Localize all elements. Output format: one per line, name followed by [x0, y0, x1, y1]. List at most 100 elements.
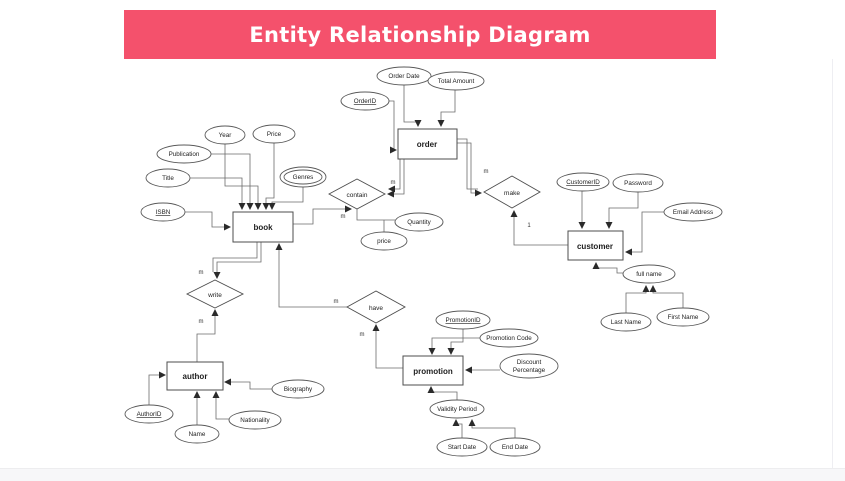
connector-book-write-2 [213, 242, 262, 279]
attribute-firstname-label: First Name [668, 314, 699, 321]
attribute-promotionid-label: PromotionID [446, 317, 481, 324]
cardinality-book-have: m [334, 299, 339, 305]
relationship-contain-diamond [328, 178, 386, 210]
attribute-isbn-ellipse [140, 202, 186, 222]
attribute-biography-label: Biography [284, 386, 313, 393]
relationship-write-diamond [185, 279, 245, 309]
attribute-fullname-label: full name [636, 271, 662, 278]
attribute-customerid-ellipse [556, 172, 610, 192]
attribute-isbn-label: ISBN [156, 209, 171, 216]
cardinality-book-contain: m [341, 214, 346, 220]
attribute-password-label: Password [624, 180, 652, 187]
entity-promotion-label: promotion [413, 367, 453, 376]
attribute-biography-ellipse [271, 379, 325, 399]
attribute-discount-ellipse [499, 353, 559, 379]
attribute-name-label: Name [189, 431, 206, 438]
attribute-authorid-ellipse [124, 404, 174, 424]
attribute-orderdate-ellipse [376, 66, 432, 86]
attribute-fullname-ellipse [622, 264, 676, 284]
entity-customer-box [567, 230, 624, 261]
page-title: Entity Relationship Diagram [249, 22, 591, 47]
connector-nationality-author [212, 391, 231, 420]
connector-firstname-fullname [649, 285, 684, 308]
connector-lastname-fullname [625, 285, 650, 313]
attribute-enddate-label: End Date [502, 444, 529, 451]
attribute-quantity-ellipse [394, 212, 444, 232]
attribute-totalamount-ellipse [427, 71, 485, 91]
cardinality-order-make: m [484, 169, 489, 175]
attribute-genres-inner-ellipse [283, 169, 323, 185]
cardinality-customer-make: 1 [527, 223, 531, 229]
attribute-orderdate-label: Order Date [388, 73, 420, 80]
attribute-price-label: Price [267, 131, 282, 138]
connector-biography-author [224, 378, 272, 390]
cardinality-author-write: m [199, 319, 204, 325]
attribute-customerid-label: CustomerID [566, 179, 600, 186]
attribute-unitprice-ellipse [360, 231, 408, 251]
cardinality-promotion-have: m [360, 332, 365, 338]
attribute-startdate-label: Start Date [448, 444, 477, 451]
entity-customer-label: customer [577, 242, 613, 251]
attribute-name-ellipse [174, 424, 220, 444]
attribute-discount-label-line1: Discount [517, 359, 542, 366]
attribute-genres-label: Genres [293, 174, 314, 181]
entity-order-label: order [417, 140, 437, 149]
attribute-promotioncode-ellipse [479, 328, 539, 348]
connector-orderid-order [388, 100, 397, 154]
relationship-make-label: make [504, 190, 520, 197]
connector-fullname-customer [592, 262, 623, 274]
connector-promotion-have [372, 324, 403, 369]
cardinality-book-write: m [199, 270, 204, 276]
attribute-startdate-ellipse [436, 437, 488, 457]
attribute-discount-label-line2: Percentage [513, 367, 546, 374]
attribute-lastname-ellipse [600, 312, 652, 332]
attribute-year-label: Year [219, 132, 232, 139]
connector-book-contain [293, 205, 352, 225]
attribute-nationality-label: Nationality [240, 417, 270, 424]
relationship-have-diamond [346, 290, 406, 324]
connector-startdate-validity [452, 419, 463, 438]
attribute-promotioncode-label: Promotion Code [486, 335, 532, 342]
connector-order-contain-2 [387, 159, 405, 198]
attribute-orderid-label: OrderID [354, 98, 377, 105]
entity-order-box [397, 128, 458, 160]
attribute-password-ellipse [612, 173, 664, 193]
attribute-unitprice-label: price [377, 238, 391, 245]
connector-title-book [190, 177, 246, 210]
connector-have-book [275, 243, 347, 308]
connector-book-write-1 [212, 242, 258, 272]
attribute-year-ellipse [204, 125, 246, 145]
connector-promotioncode-promotion [428, 337, 481, 355]
attribute-quantity-label: Quantity [407, 219, 431, 226]
attribute-authorid-label: AuthorID [137, 411, 162, 418]
attribute-publication-label: Publication [169, 151, 200, 158]
connector-isbn-book [185, 211, 231, 231]
cardinality-order-contain: m [391, 180, 396, 186]
connector-author-write [196, 309, 219, 362]
attribute-promotionid-ellipse [435, 310, 491, 330]
entity-promotion-box [402, 355, 464, 386]
connector-orderdate-order [403, 85, 422, 127]
connector-genres-book [268, 187, 304, 210]
connector-authorid-author [148, 371, 166, 405]
connector-totalamount-order [437, 90, 456, 127]
attribute-orderid-ellipse [340, 91, 390, 111]
attribute-enddate-ellipse [489, 437, 541, 457]
connector-customer-make [510, 210, 568, 246]
connector-enddate-validity [468, 419, 516, 438]
page-footer-strip [0, 468, 845, 481]
attribute-title-ellipse [145, 168, 191, 188]
attribute-nationality-ellipse [228, 410, 282, 430]
connector-order-make-2 [457, 142, 482, 197]
entity-book-label: book [253, 223, 273, 232]
entity-author-box [166, 361, 224, 391]
attribute-lastname-label: Last Name [611, 319, 642, 326]
attribute-email-ellipse [663, 202, 723, 222]
relationship-make-diamond [483, 175, 541, 209]
connector-password-customer [605, 192, 639, 229]
entity-author-label: author [183, 372, 208, 381]
relationship-have-label: have [369, 305, 383, 312]
connector-price-book [262, 143, 275, 210]
